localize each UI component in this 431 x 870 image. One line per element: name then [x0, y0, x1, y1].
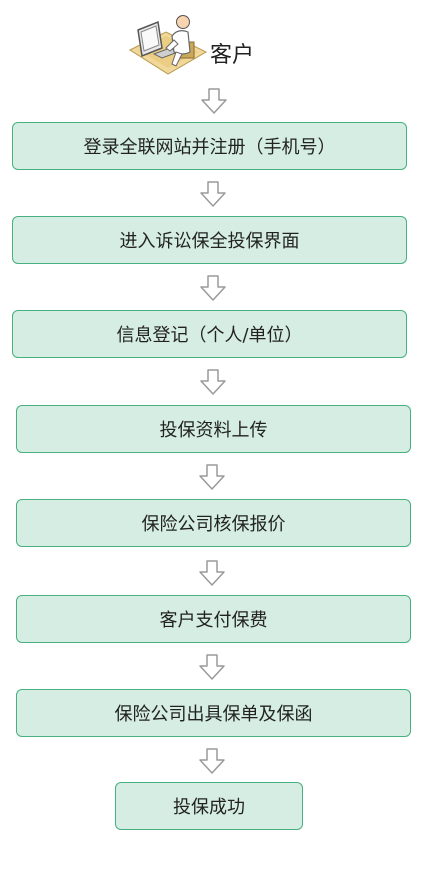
step-label: 信息登记（个人/单位） — [116, 325, 303, 346]
step-success: 投保成功 — [115, 782, 303, 830]
down-arrow-icon — [200, 369, 226, 395]
down-arrow-icon — [200, 275, 226, 301]
step-label: 进入诉讼保全投保界面 — [119, 231, 300, 252]
step-label: 保险公司核保报价 — [141, 514, 286, 535]
down-arrow-icon — [201, 88, 227, 114]
down-arrow-icon — [199, 748, 225, 774]
step-enter-interface: 进入诉讼保全投保界面 — [12, 216, 407, 264]
step-info-registration: 信息登记（个人/单位） — [12, 310, 407, 358]
step-label: 投保成功 — [173, 797, 245, 818]
customer-label: 客户 — [210, 43, 255, 68]
customer-node: 客户 — [128, 8, 268, 80]
step-label: 投保资料上传 — [159, 420, 268, 441]
down-arrow-icon — [199, 464, 225, 490]
step-pay-premium: 客户支付保费 — [16, 595, 411, 643]
step-issue-policy: 保险公司出具保单及保函 — [16, 689, 411, 737]
down-arrow-icon — [200, 181, 226, 207]
step-upload-documents: 投保资料上传 — [16, 405, 411, 453]
step-label: 登录全联网站并注册（手机号） — [83, 137, 336, 158]
step-label: 保险公司出具保单及保函 — [114, 704, 313, 725]
down-arrow-icon — [199, 654, 225, 680]
down-arrow-icon — [199, 560, 225, 586]
step-underwriting-quote: 保险公司核保报价 — [16, 499, 411, 547]
person-at-computer-icon — [128, 15, 208, 75]
step-register: 登录全联网站并注册（手机号） — [12, 122, 407, 170]
step-label: 客户支付保费 — [159, 610, 268, 631]
